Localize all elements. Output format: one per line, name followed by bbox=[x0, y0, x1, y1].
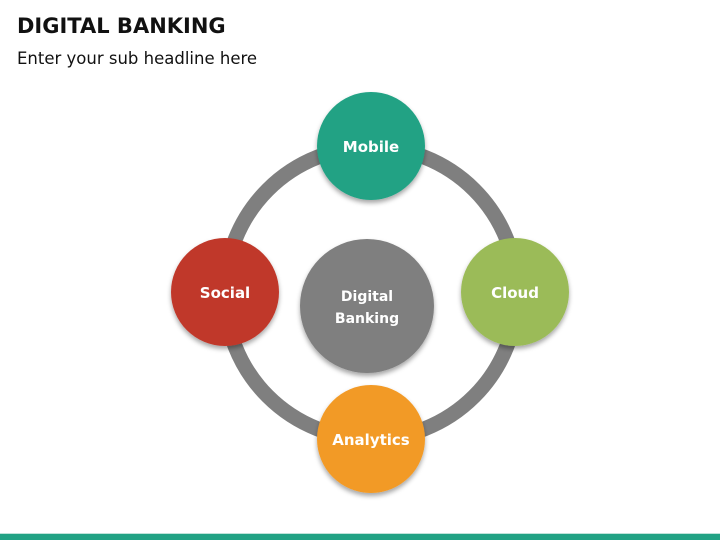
center-label-line2: Banking bbox=[335, 311, 399, 327]
center-node bbox=[300, 239, 434, 373]
node-analytics bbox=[317, 385, 425, 493]
node-analytics-label: Analytics bbox=[332, 431, 410, 449]
page-subtitle: Enter your sub headline here bbox=[17, 49, 258, 68]
node-cloud-label: Cloud bbox=[491, 284, 539, 302]
page-title: DIGITAL BANKING bbox=[17, 14, 226, 38]
footer-divider bbox=[0, 533, 720, 534]
center-label-line1: Digital bbox=[341, 289, 393, 305]
footer-bar bbox=[0, 534, 720, 540]
node-social-label: Social bbox=[200, 284, 250, 302]
node-mobile bbox=[317, 92, 425, 200]
node-social bbox=[171, 238, 279, 346]
node-mobile-label: Mobile bbox=[343, 138, 399, 156]
node-cloud bbox=[461, 238, 569, 346]
